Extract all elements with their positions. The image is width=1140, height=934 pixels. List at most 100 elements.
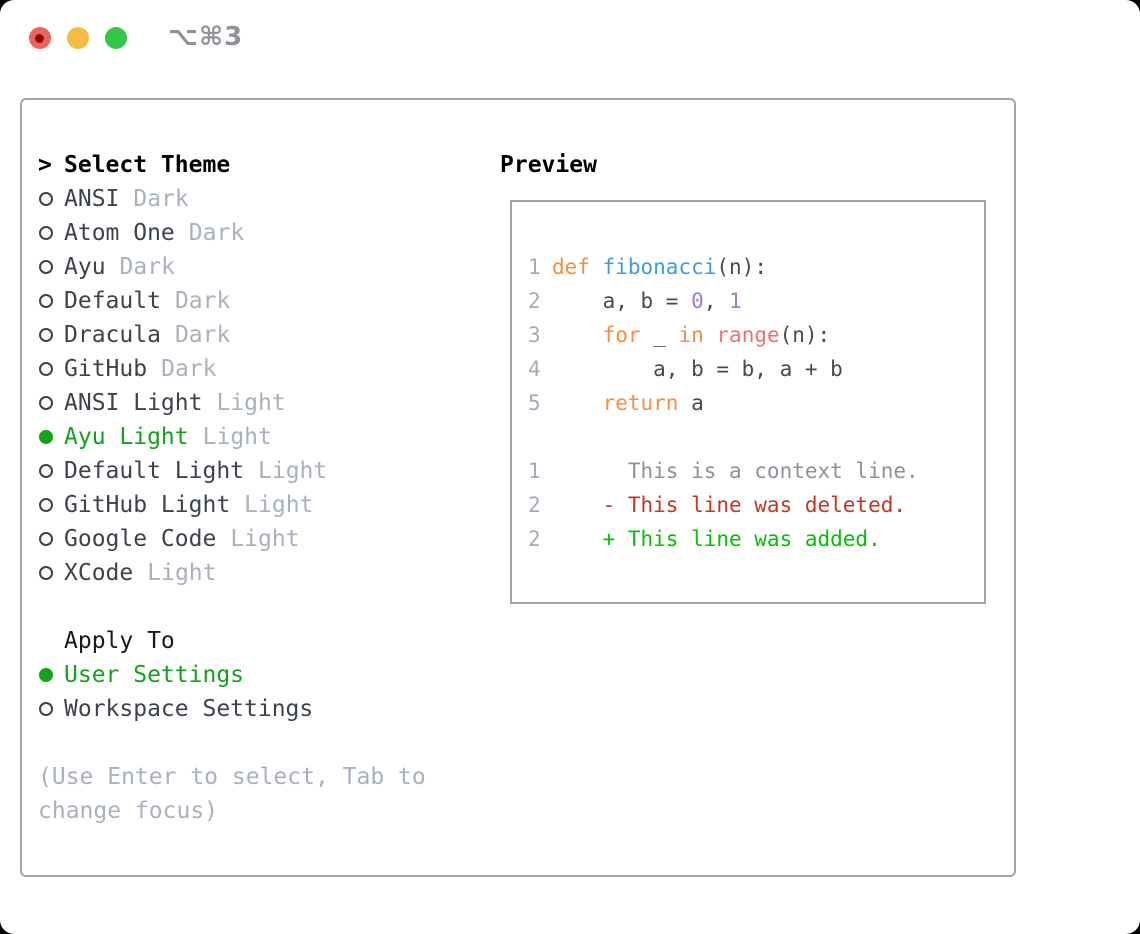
line-number: 2 xyxy=(528,527,541,551)
theme-name: XCode xyxy=(64,560,134,586)
code-line: 5 return a xyxy=(528,386,984,420)
radio-icon xyxy=(39,532,53,546)
theme-name: Default xyxy=(64,288,161,314)
radio-icon xyxy=(39,396,53,410)
line-number: 2 xyxy=(528,493,541,517)
radio-icon xyxy=(39,328,53,342)
theme-name: Ayu Light xyxy=(64,424,189,450)
code-token-plain: a xyxy=(678,391,704,415)
code-line: 2 a, b = 0, 1 xyxy=(528,284,984,318)
theme-variant: Dark xyxy=(119,254,175,280)
theme-option[interactable]: Ayu Light Light xyxy=(38,420,426,454)
spacer xyxy=(38,726,426,760)
maximize-button[interactable] xyxy=(105,27,127,49)
line-number: 4 xyxy=(528,357,541,381)
line-number: 3 xyxy=(528,323,541,347)
radio-selected-icon xyxy=(39,668,53,682)
radio-icon xyxy=(39,192,53,206)
theme-option[interactable]: Default Dark xyxy=(38,284,426,318)
prompt-caret-icon: > xyxy=(38,152,52,178)
radio-icon xyxy=(39,566,53,580)
preview-title: Preview xyxy=(500,152,597,178)
code-token-kw: for xyxy=(602,323,641,347)
select-theme-header: > Select Theme xyxy=(38,148,426,182)
theme-name: ANSI xyxy=(64,186,120,212)
radio-icon xyxy=(39,464,53,478)
theme-name: Google Code xyxy=(64,526,217,552)
theme-variant: Light xyxy=(230,526,300,552)
apply-option[interactable]: User Settings xyxy=(38,658,426,692)
code-token-kw: return xyxy=(602,391,679,415)
hint-text: (Use Enter to select, Tab to xyxy=(38,764,426,790)
code-token-plain xyxy=(704,323,717,347)
line-number: 1 xyxy=(528,459,541,483)
code-line: 1 def fibonacci(n): xyxy=(528,250,984,284)
radio-icon xyxy=(39,260,53,274)
apply-to-title: Apply To xyxy=(64,628,175,654)
theme-variant: Light xyxy=(147,560,217,586)
apply-option[interactable]: Workspace Settings xyxy=(38,692,426,726)
theme-option[interactable]: Default Light Light xyxy=(38,454,426,488)
theme-option[interactable]: Atom One Dark xyxy=(38,216,426,250)
theme-variant: Dark xyxy=(188,220,245,246)
diff-text: + This line was added. xyxy=(552,527,881,551)
theme-name: GitHub xyxy=(64,356,148,382)
window-title: ⌥⌘3 xyxy=(168,22,244,52)
code-token-plain xyxy=(552,391,603,415)
theme-name: Atom One xyxy=(64,220,175,246)
code-token-kw: def xyxy=(552,255,590,279)
spacer xyxy=(38,590,426,624)
code-token-plain: a, b = xyxy=(552,289,692,313)
apply-option-label: User Settings xyxy=(64,662,245,688)
theme-name: Dracula xyxy=(64,322,161,348)
radio-icon xyxy=(39,294,53,308)
line-number: 2 xyxy=(528,289,541,313)
radio-icon xyxy=(39,498,53,512)
theme-name: ANSI Light xyxy=(64,390,203,416)
theme-variant: Light xyxy=(202,424,272,450)
code-token-plain xyxy=(552,323,603,347)
theme-variant: Dark xyxy=(174,288,231,314)
diff-line-added: 2 + This line was added. xyxy=(528,522,984,556)
theme-name: Default Light xyxy=(64,458,245,484)
code-line: 3 for _ in range(n): xyxy=(528,318,984,352)
code-token-plain: (n): xyxy=(716,255,767,279)
select-theme-title: Select Theme xyxy=(64,152,231,178)
line-number: 1 xyxy=(528,255,541,279)
code-token-fn: fibonacci xyxy=(602,255,717,279)
theme-option[interactable]: XCode Light xyxy=(38,556,426,590)
minimize-button[interactable] xyxy=(67,27,89,49)
diff-line-deleted: 2 - This line was deleted. xyxy=(528,488,984,522)
code-token-plain: _ xyxy=(640,323,679,347)
diff-text: This is a context line. xyxy=(552,459,919,483)
diff-line-context: 1 This is a context line. xyxy=(528,454,984,488)
hint-text: change focus) xyxy=(38,798,219,824)
code-token-plain xyxy=(590,255,603,279)
code-token-num: 0 xyxy=(691,289,704,313)
radio-icon xyxy=(39,702,53,716)
close-button[interactable] xyxy=(29,27,51,49)
apply-to-header: Apply To xyxy=(38,624,426,658)
diff-text: - This line was deleted. xyxy=(552,493,907,517)
theme-option[interactable]: Google Code Light xyxy=(38,522,426,556)
radio-icon xyxy=(39,362,53,376)
theme-variant: Light xyxy=(258,458,328,484)
code-token-kw: in xyxy=(678,323,704,347)
diff-preview: 1 This is a context line.2 - This line w… xyxy=(528,454,984,556)
code-token-plain: a, b = b, a + b xyxy=(552,357,843,381)
theme-option[interactable]: Ayu Dark xyxy=(38,250,426,284)
theme-name: Ayu xyxy=(64,254,106,280)
code-line: 4 a, b = b, a + b xyxy=(528,352,984,386)
code-token-builtin: range xyxy=(716,323,780,347)
